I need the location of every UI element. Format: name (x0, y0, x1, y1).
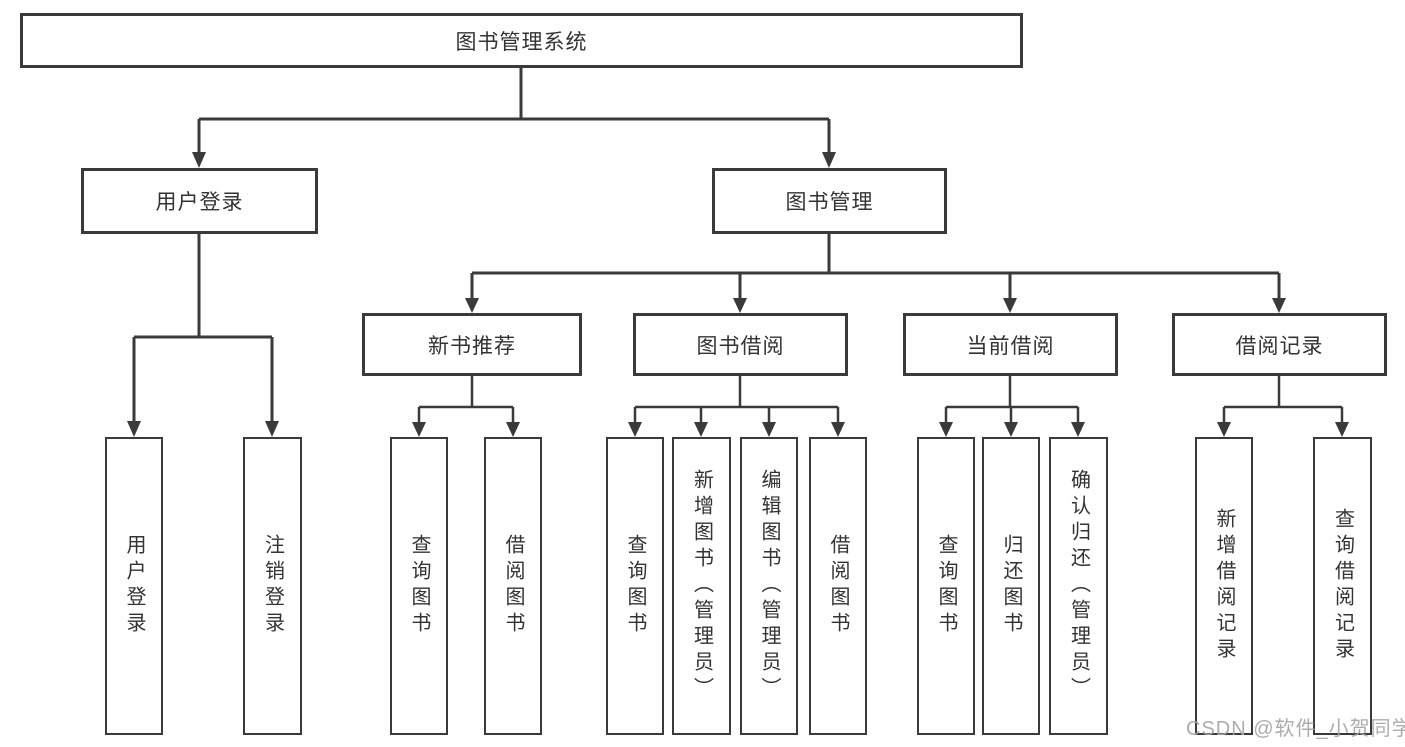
leaf-query-books-2: 查询图书 (606, 437, 664, 735)
node-book-management: 图书管理 (712, 168, 947, 234)
leaf-confirm-return-admin-label: 确认归还（管理员） (1067, 469, 1090, 703)
leaf-edit-books-admin-label: 编辑图书（管理员） (758, 469, 780, 703)
node-book-borrow: 图书借阅 (633, 313, 848, 376)
node-current-borrow-label: 当前借阅 (966, 334, 1055, 358)
node-user-login-label: 用户登录 (155, 191, 244, 214)
connector-borrow-to-leaves (633, 376, 840, 422)
node-borrow-records-label: 借阅记录 (1235, 334, 1324, 358)
leaf-query-borrow-record-label: 查询借阅记录 (1331, 508, 1354, 664)
leaf-query-books-3: 查询图书 (917, 437, 975, 735)
leaf-add-borrow-record-label: 新增借阅记录 (1213, 508, 1235, 664)
leaf-query-books-3-label: 查询图书 (935, 534, 957, 638)
watermark: CSDN @软件_小贺同学 (1186, 718, 1405, 740)
leaf-logout-label: 注销登录 (261, 534, 284, 638)
leaf-borrow-books-1: 借阅图书 (484, 437, 542, 735)
leaf-borrow-books-2-label: 借阅图书 (827, 534, 849, 638)
leaf-add-books-admin-label: 新增图书（管理员） (690, 469, 713, 703)
leaf-query-books-1-label: 查询图书 (408, 534, 430, 638)
leaf-user-login-label: 用户登录 (123, 534, 145, 638)
leaf-edit-books-admin: 编辑图书（管理员） (740, 437, 798, 735)
connector-records-to-leaves (1222, 376, 1344, 422)
node-book-borrow-label: 图书借阅 (696, 334, 785, 358)
node-user-login: 用户登录 (81, 168, 318, 234)
leaf-return-books: 归还图书 (982, 437, 1040, 735)
leaf-add-books-admin: 新增图书（管理员） (672, 437, 731, 735)
node-new-book-recommend: 新书推荐 (362, 313, 582, 376)
node-current-borrow: 当前借阅 (903, 313, 1118, 376)
leaf-query-borrow-record: 查询借阅记录 (1313, 437, 1372, 735)
node-root-system: 图书管理系统 (20, 13, 1023, 68)
leaf-confirm-return-admin: 确认归还（管理员） (1049, 437, 1108, 735)
connector-root-to-level2 (197, 68, 831, 152)
node-borrow-records: 借阅记录 (1172, 313, 1387, 376)
leaf-query-books-1: 查询图书 (390, 437, 448, 735)
arrowheads-level3 (465, 298, 1286, 313)
leaf-user-login: 用户登录 (105, 437, 163, 735)
connector-current-to-leaves (944, 376, 1080, 422)
connector-bookmgmt-to-level3 (470, 234, 1281, 298)
leaf-add-borrow-record: 新增借阅记录 (1195, 437, 1253, 735)
leaf-borrow-books-2: 借阅图书 (809, 437, 867, 735)
connector-newbook-to-leaves (417, 376, 515, 422)
leaf-logout: 注销登录 (243, 437, 302, 735)
node-book-management-label: 图书管理 (785, 191, 874, 214)
arrowheads-userlogin-leaves (127, 421, 279, 437)
arrowheads-level2 (192, 152, 836, 168)
arrowheads-leaves (412, 422, 1349, 437)
leaf-return-books-label: 归还图书 (1000, 534, 1022, 638)
node-root-label: 图书管理系统 (455, 30, 588, 54)
connector-userlogin-to-leaves (132, 234, 274, 421)
leaf-borrow-books-1-label: 借阅图书 (502, 534, 524, 638)
node-new-book-recommend-label: 新书推荐 (428, 334, 516, 358)
leaf-query-books-2-label: 查询图书 (624, 534, 646, 638)
